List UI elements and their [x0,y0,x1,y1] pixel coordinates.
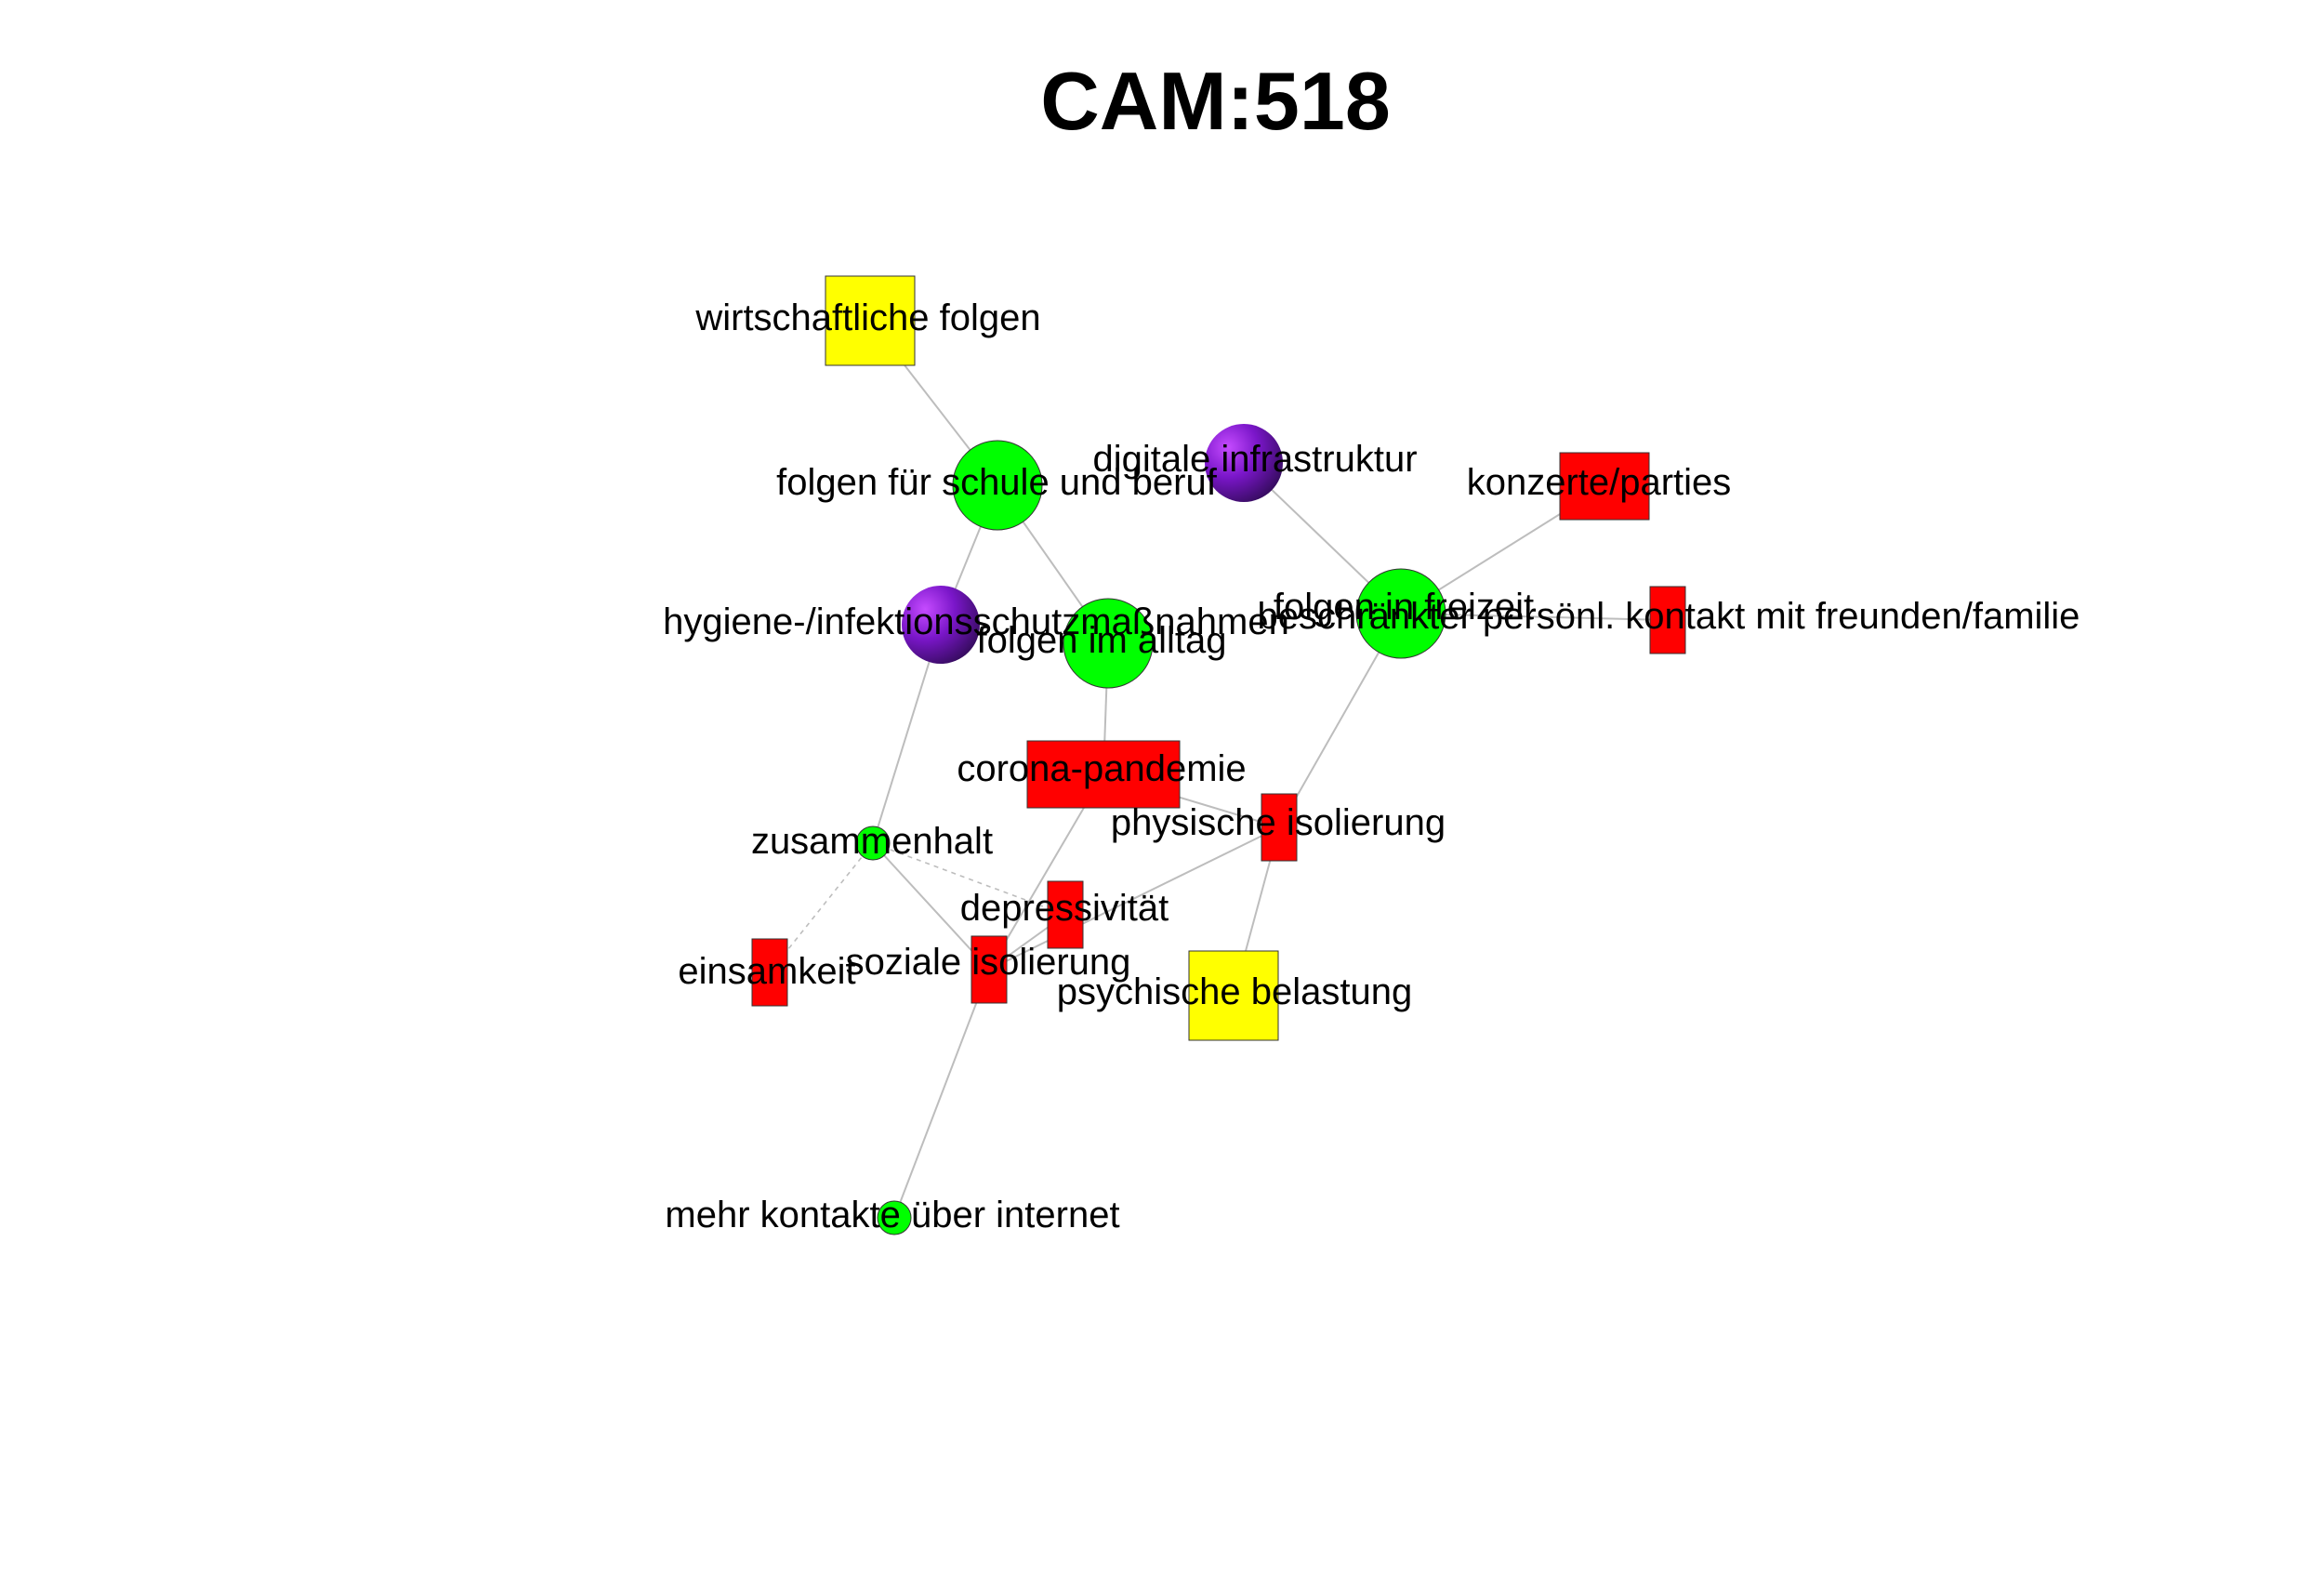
node-label-wirtschaftliche: wirtschaftliche folgen [694,297,1040,338]
node-label-zusammenhalt: zusammenhalt [751,821,993,862]
node-sozial [971,935,1008,1004]
node-einsamkeit [751,938,788,1007]
node-label-alltag: folgen im alltag [976,620,1226,661]
node-label-physisch: physische isolierung [1111,802,1446,843]
node-label-kontakt: beschränkter persönl. kontakt mit freund… [1258,596,2080,637]
edge-zusammenhalt-sozial [872,842,990,971]
node-label-depress: depressivität [960,888,1169,929]
edge-sozial-internet [893,969,990,1219]
diagram-title: CAM:518 [1040,55,1391,147]
node-hygiene [902,586,980,664]
node-konzerte [1559,452,1650,521]
node-label-schule: folgen für schule und beruf [776,462,1218,503]
node-label-konzerte: konzerte/parties [1467,462,1732,503]
edge-physisch-sozial [988,826,1280,971]
node-label-sozial: soziale isolierung [846,942,1131,983]
node-layer [751,275,1686,1235]
node-label-psychisch: psychische belastung [1057,971,1412,1012]
node-digital [1205,424,1283,502]
label-layer: wirtschaftliche folgen folgen für schule … [663,297,2080,1235]
node-schule [952,440,1043,531]
node-label-corona: corona-pandemie [957,748,1246,789]
node-freizeit [1355,568,1446,659]
node-psychisch [1188,950,1279,1041]
node-corona [1026,740,1181,809]
edge-zusammenhalt-depress [872,842,1066,916]
node-alltag [1063,598,1154,689]
node-label-hygiene: hygiene-/infektionsschutzmaßnahmen [663,601,1289,642]
node-kontakt [1649,586,1686,654]
node-physisch [1261,793,1298,862]
node-wirtschaftliche [825,275,916,366]
node-label-digital: digitale infrastruktur [1092,439,1417,480]
node-label-freizeit: folgen in freizeit [1274,587,1534,627]
node-label-internet: mehr kontakte über internet [665,1195,1119,1235]
node-depress [1047,880,1084,949]
node-label-einsamkeit: einsamkeit [678,951,855,992]
node-zusammenhalt [855,826,891,861]
node-internet [877,1200,912,1235]
